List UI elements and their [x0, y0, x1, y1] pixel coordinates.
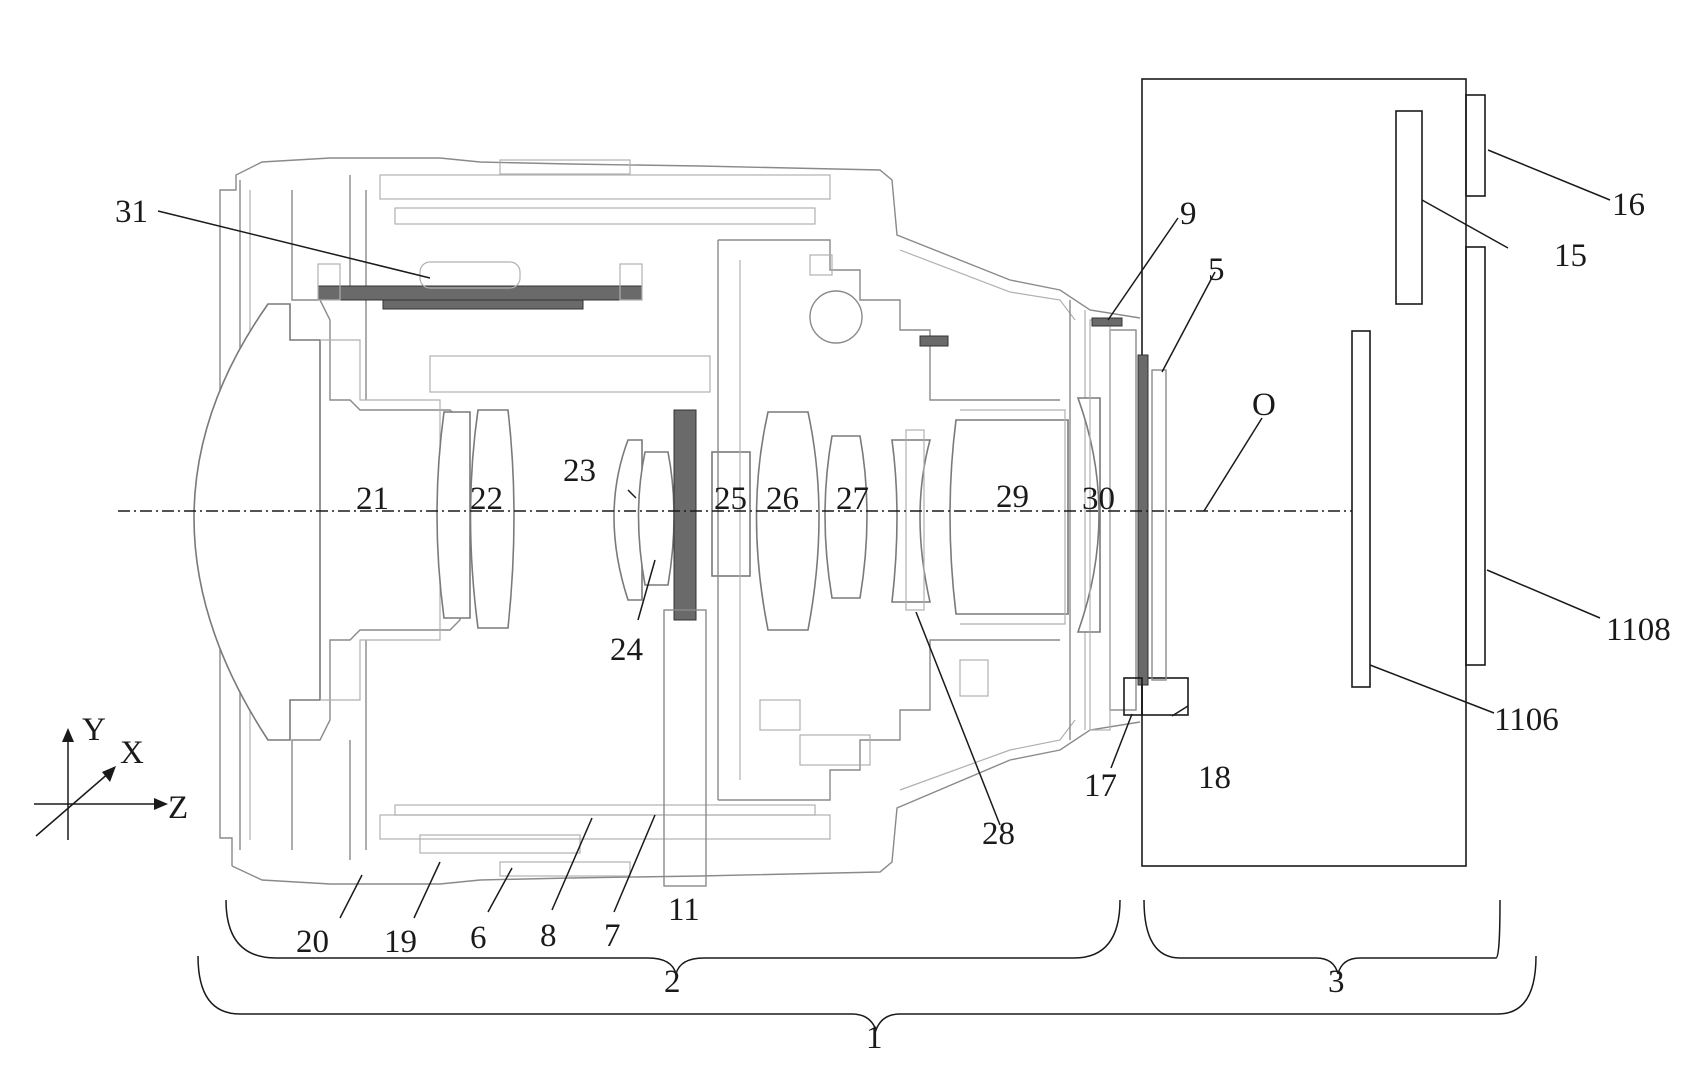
label-19: 19	[384, 924, 417, 960]
label-15: 15	[1554, 238, 1587, 274]
label-24: 24	[610, 632, 643, 668]
part-15-board	[1395, 110, 1423, 305]
label-8: 8	[540, 918, 557, 954]
lens-27	[824, 435, 868, 599]
lens-barrel	[219, 157, 1141, 885]
lens-22	[436, 411, 471, 619]
label-26: 26	[766, 481, 799, 517]
rear-stack	[1089, 317, 1167, 731]
label-29: 29	[996, 479, 1029, 515]
coordinate-axes: Y X Z	[34, 712, 188, 840]
part-1106-sensor	[1351, 330, 1371, 688]
lens-21	[193, 303, 321, 741]
lens-29	[949, 419, 1069, 615]
label-30: 30	[1082, 481, 1115, 517]
axis-y-label: Y	[82, 712, 106, 748]
label-6: 6	[470, 920, 487, 956]
lens-26	[755, 411, 820, 631]
camera-body	[1141, 78, 1486, 867]
label-3: 3	[1328, 964, 1345, 1000]
lens-24	[637, 451, 675, 586]
label-28: 28	[982, 816, 1015, 852]
label-27: 27	[836, 481, 869, 517]
axis-z-label: Z	[168, 790, 188, 826]
label-20: 20	[296, 924, 329, 960]
axis-x-label: X	[120, 735, 144, 771]
label-1: 1	[866, 1020, 883, 1056]
label-23: 23	[563, 453, 596, 489]
leader-lines	[157, 149, 1611, 919]
label-O: O	[1252, 387, 1276, 423]
label-17: 17	[1084, 768, 1117, 804]
lens-30	[1076, 397, 1101, 633]
part-9-element	[1091, 317, 1123, 327]
label-5: 5	[1208, 252, 1225, 288]
lens-28	[891, 439, 932, 603]
label-18: 18	[1198, 760, 1231, 796]
reference-labels: 31 9 5 16 15 O 21 22 23 24 25 26 27 28 2…	[115, 187, 1671, 1056]
label-11: 11	[668, 892, 700, 928]
part-16-module	[1465, 94, 1486, 197]
part-17-block	[1123, 677, 1143, 716]
label-21: 21	[356, 481, 389, 517]
middle-housing	[717, 239, 1060, 801]
braces	[197, 899, 1537, 1033]
label-2: 2	[664, 964, 681, 1000]
label-16: 16	[1612, 187, 1645, 223]
lens-23	[613, 439, 643, 601]
part-11-aperture	[663, 409, 707, 887]
label-31: 31	[115, 194, 148, 230]
part-1108-panel	[1465, 246, 1486, 666]
label-7: 7	[604, 918, 621, 954]
label-22: 22	[470, 481, 503, 517]
part-31-assembly	[317, 261, 643, 310]
label-9: 9	[1180, 196, 1197, 232]
label-1106: 1106	[1494, 702, 1559, 738]
label-1108: 1108	[1606, 612, 1671, 648]
label-25: 25	[714, 481, 747, 517]
